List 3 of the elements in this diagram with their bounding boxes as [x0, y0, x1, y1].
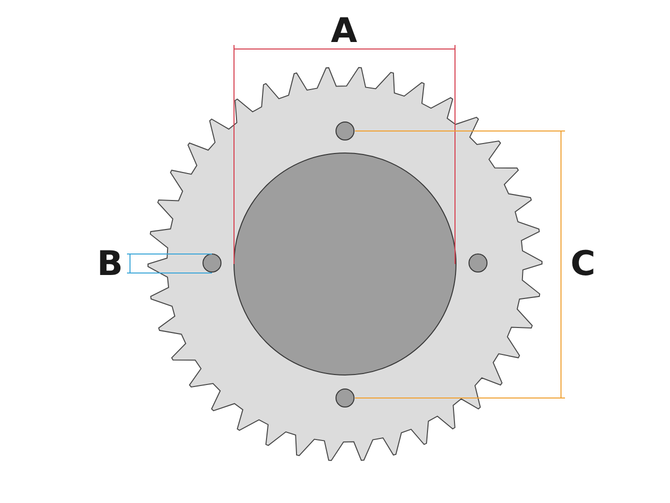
dimension-label: A	[330, 14, 358, 48]
dimension-label: C	[570, 247, 596, 281]
dimension-label: B	[97, 247, 123, 281]
